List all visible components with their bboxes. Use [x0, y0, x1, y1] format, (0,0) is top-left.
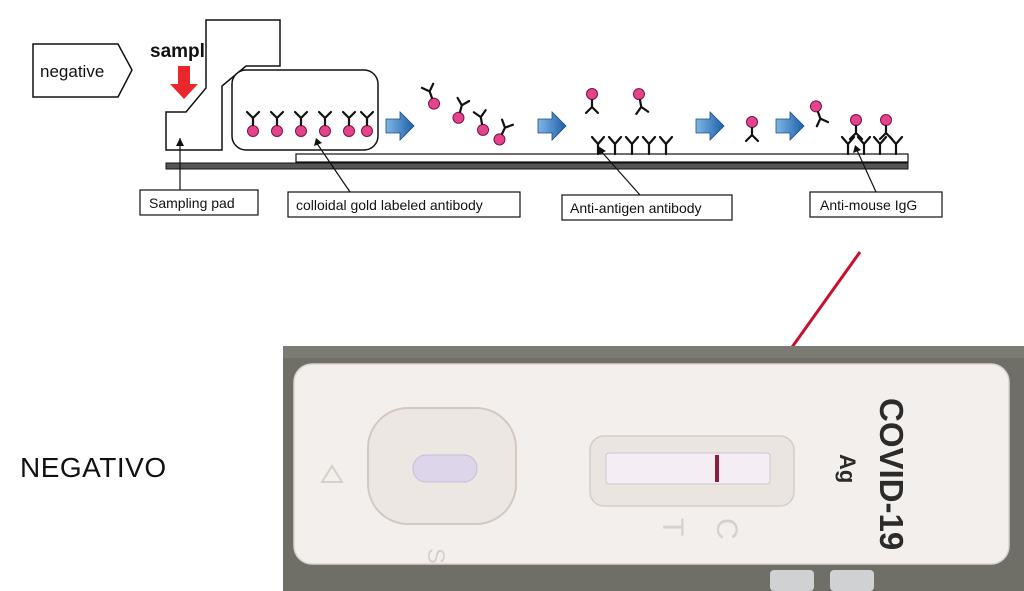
flow-arrow-icon	[385, 111, 415, 141]
sample-port	[412, 454, 478, 483]
flow-arrow-icon	[775, 111, 805, 141]
gold-antibody-label: colloidal gold labeled antibody	[296, 197, 483, 213]
test-mark: T	[656, 518, 689, 536]
flow-arrow-icon	[695, 111, 725, 141]
negative-state-label: negative	[40, 62, 104, 81]
sample-arrow-icon	[170, 66, 198, 99]
result-strip	[605, 452, 771, 485]
anti-mouse-label: Anti-mouse IgG	[820, 197, 917, 213]
sampling-pad-label: Sampling pad	[149, 195, 235, 211]
anti-mouse-label-group: Anti-mouse IgG	[809, 145, 943, 218]
negative-state-box: negative	[32, 43, 133, 98]
sampling-pad	[165, 19, 281, 151]
sampling-pad-label-group: Sampling pad	[139, 138, 259, 216]
migrating-antibodies	[420, 82, 515, 149]
brand-label: COVID-19	[873, 398, 910, 550]
test-line-antibodies	[584, 86, 674, 156]
anti-antigen-label: Anti-antigen antibody	[570, 200, 702, 216]
sample-label: sample	[150, 41, 215, 62]
result-label: NEGATIVO	[20, 452, 167, 483]
sample-mark: S	[422, 548, 449, 564]
anti-antigen-label-group: Anti-antigen antibody	[561, 146, 733, 221]
gold-antibody-label-group: colloidal gold labeled antibody	[287, 138, 521, 218]
control-mark: C	[710, 518, 743, 540]
control-line-mark	[715, 455, 719, 482]
brand-sub-label: Ag	[835, 454, 860, 483]
flow-arrow-icon	[537, 111, 567, 141]
cassette-photo: S T C COVID-19 Ag	[283, 346, 1024, 591]
pointer-line	[788, 251, 862, 351]
conjugate-pad	[231, 69, 379, 151]
strip-backing	[165, 153, 909, 170]
free-antibody	[744, 115, 760, 143]
